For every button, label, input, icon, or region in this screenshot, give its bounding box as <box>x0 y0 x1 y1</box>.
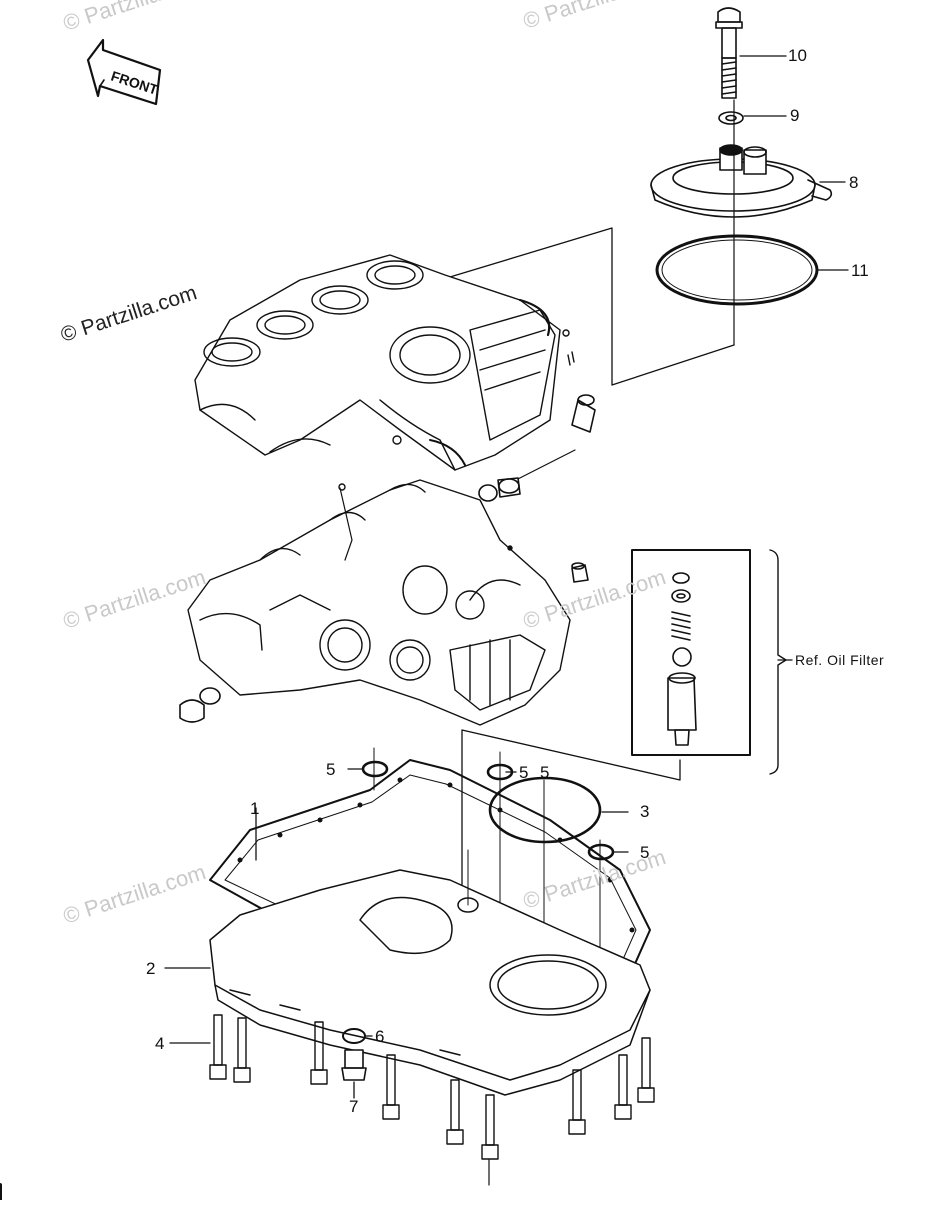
callout-5d: 5 <box>640 843 650 862</box>
front-arrow-tag: FRONT <box>86 38 162 106</box>
part-8-filter-cover <box>650 144 846 218</box>
part-7-drain-plug <box>341 1049 367 1099</box>
ref-oil-filter-box <box>461 549 793 901</box>
part-2-oil-pan <box>164 849 651 1096</box>
callout-2: 2 <box>146 959 156 978</box>
callout-6: 6 <box>375 1027 385 1046</box>
callout-5b: 5 <box>519 763 529 782</box>
upper-crankcase <box>194 254 575 471</box>
callout-11: 11 <box>851 261 869 280</box>
callout-5a: 5 <box>326 760 336 779</box>
fitting-and-o-ring <box>478 477 521 502</box>
part-3-o-ring <box>488 776 629 844</box>
callout-4: 4 <box>155 1034 165 1053</box>
callout-7: 7 <box>349 1097 359 1116</box>
part-10-bolt <box>715 7 787 99</box>
callout-3: 3 <box>640 802 650 821</box>
oil-pressure-switch <box>509 394 596 484</box>
callout-5c: 5 <box>540 763 550 782</box>
part-6-washer <box>342 1028 373 1044</box>
lower-crankcase <box>187 479 571 726</box>
callout-9: 9 <box>790 106 800 125</box>
left-plug-and-washer <box>179 687 221 723</box>
part-11-o-ring <box>655 234 849 306</box>
callout-10: 10 <box>788 46 807 65</box>
part-9-washer <box>718 111 787 125</box>
ref-oil-filter-label: Ref. Oil Filter <box>795 652 885 668</box>
callout-8: 8 <box>849 173 859 192</box>
plug <box>571 562 589 583</box>
part-4-bolts <box>169 1014 655 1160</box>
callout-1: 1 <box>250 799 260 818</box>
